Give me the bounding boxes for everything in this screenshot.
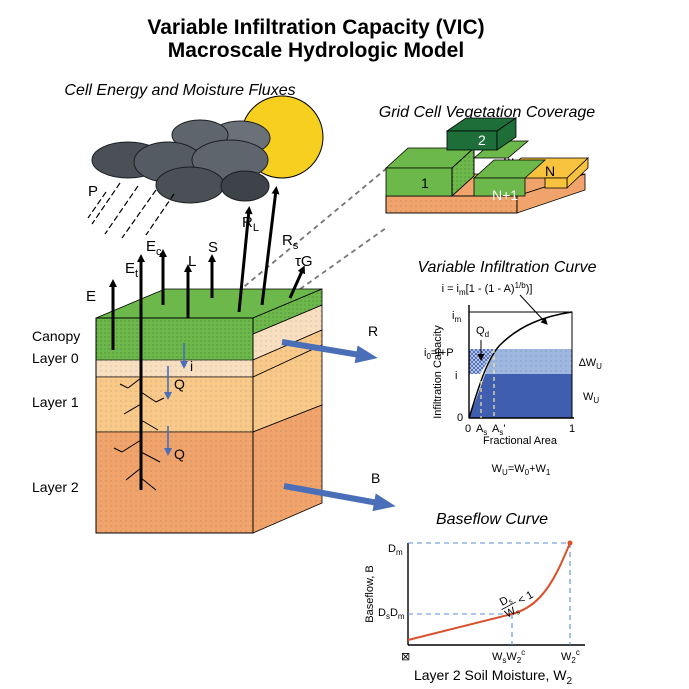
tile-dots-label: ...: [503, 147, 515, 163]
qd-region: [469, 349, 494, 374]
water-balance-label: WU=W0+W1: [492, 463, 551, 477]
i0-label: i0=i+P: [424, 347, 454, 361]
infiltration-chart: i = im[1 - (1 - A)1/b)] im i0=i+P i Qd 0…: [424, 281, 602, 477]
asp-label: As': [492, 423, 505, 437]
flux-et-label: Et: [125, 260, 138, 280]
baseflow-curve-line: [407, 542, 571, 641]
infiltration-heading: Variable Infiltration Curve: [417, 259, 596, 276]
flux-ec-label: Ec: [146, 238, 162, 258]
as-label: As: [476, 423, 487, 437]
zero-x-label: 0: [465, 423, 471, 435]
infiltration-y-axis: Infiltration Capacity: [432, 325, 444, 419]
cell-fluxes-heading: Cell Energy and Moisture Fluxes: [64, 82, 295, 99]
baseflow-x-axis: Layer 2 Soil Moisture, W2: [414, 667, 573, 687]
qd-label: Qd: [476, 325, 489, 339]
soil-column: [95, 288, 323, 534]
vegetation-tiles: [384, 117, 589, 214]
baseflow-label: B: [371, 470, 380, 486]
infiltration-x-axis: Fractional Area: [483, 435, 558, 447]
roots: [113, 377, 165, 491]
percolation-q1-label: Q: [174, 376, 185, 392]
layer0-label: Layer 0: [32, 350, 79, 366]
tile-2-label: 2: [478, 132, 486, 148]
zero-y-label: 0: [457, 412, 463, 424]
baseflow-y-axis: Baseflow, B: [364, 565, 376, 622]
infiltration-curve-line: [468, 311, 573, 419]
w2c-label: W2c: [561, 648, 580, 665]
flux-e-label: E: [86, 288, 96, 305]
wu-region: [469, 374, 572, 418]
wsw2c-label: WsW2c: [492, 648, 525, 665]
one-x-label: 1: [569, 423, 575, 435]
cloud-icon: [91, 119, 271, 204]
flux-rs-label: Rs: [282, 232, 299, 252]
flux-arrows: [109, 186, 306, 490]
dsdm-label: DsDm: [378, 607, 405, 621]
im-label: im: [452, 310, 461, 324]
baseflow-heading: Baseflow Curve: [436, 511, 548, 528]
i-label: i: [455, 370, 457, 382]
runoff-arrow: [281, 339, 378, 364]
canopy-label: Canopy: [32, 328, 80, 344]
layer2-label: Layer 2: [32, 479, 79, 495]
flux-l-label: L: [188, 253, 196, 270]
infiltration-i-label: i: [190, 358, 193, 374]
delta-wu-label: ∆WU: [579, 357, 602, 371]
flux-s-label: S: [208, 239, 218, 256]
baseflow-chart: Dm DsDm ⊠ WsW2c W2c Baseflow, B Layer 2 …: [364, 540, 585, 687]
baseflow-arrow: [283, 483, 396, 512]
rain-icon: [87, 182, 175, 239]
vegetation-heading: Grid Cell Vegetation Coverage: [379, 104, 596, 121]
ds-ws-ratio: Ds Ws < 1: [498, 589, 536, 621]
dm-label: Dm: [388, 543, 403, 557]
tile-n1-label: N+1: [492, 187, 518, 203]
baseflow-origin: ⊠: [401, 651, 410, 663]
title-line-2: Macroscale Hydrologic Model: [168, 39, 464, 62]
layer1-label: Layer 1: [32, 394, 79, 410]
tile-n-label: N: [545, 163, 555, 179]
infiltration-equation: i = im[1 - (1 - A)1/b)]: [442, 281, 533, 297]
runoff-label: R: [368, 323, 378, 339]
title-line-1: Variable Infiltration Capacity (VIC): [147, 16, 484, 39]
precip-label: P: [88, 183, 98, 200]
flux-tg-label: τG: [295, 253, 313, 270]
wu-label: WU: [583, 391, 599, 405]
flux-rl-label: RL: [242, 214, 259, 234]
tile-1-label: 1: [421, 175, 429, 191]
percolation-q2-label: Q: [174, 446, 185, 462]
